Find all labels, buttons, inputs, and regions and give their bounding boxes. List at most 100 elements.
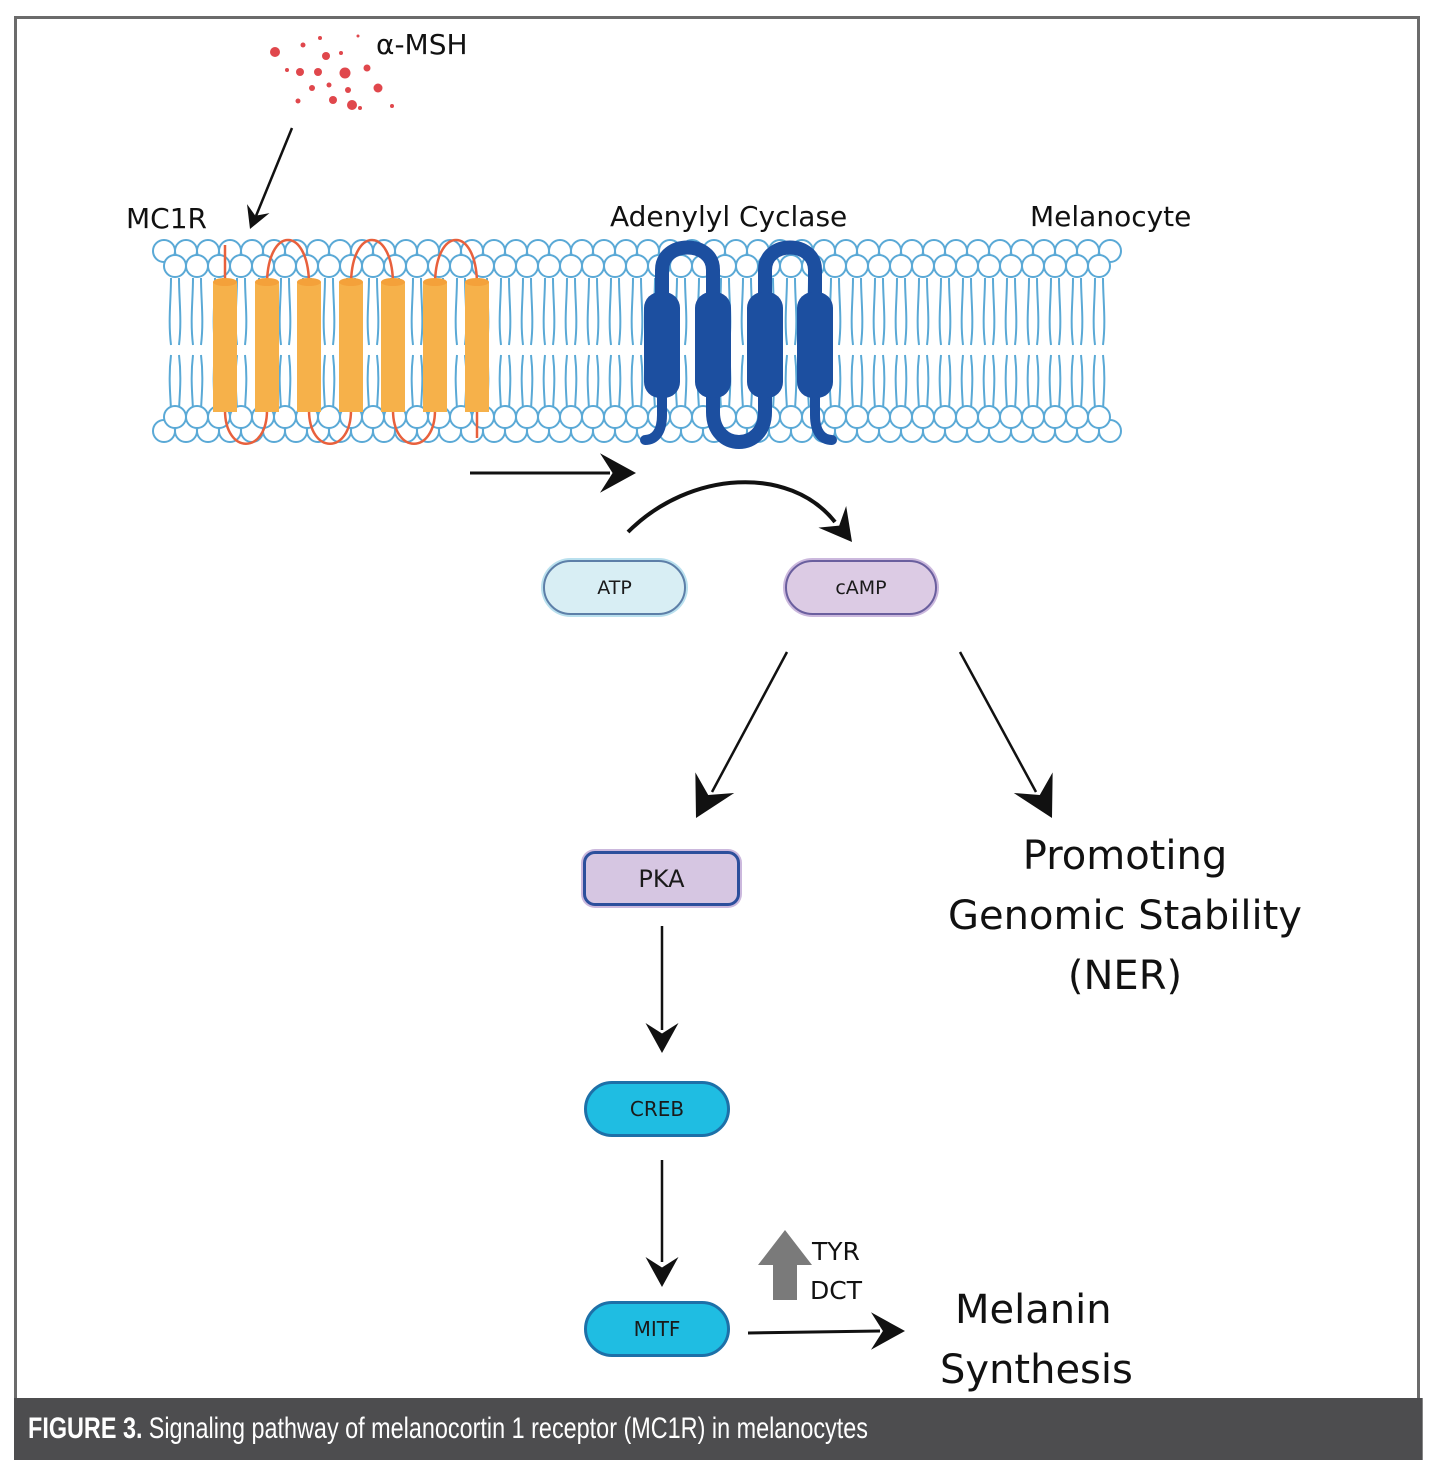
upregulation-arrow-icon <box>758 1230 812 1300</box>
gene-tyr-label: TYR <box>812 1237 860 1266</box>
figure-caption: FIGURE 3. Signaling pathway of melanocor… <box>14 1398 1423 1460</box>
lipid-head-outer <box>955 254 979 278</box>
helix-cap <box>255 278 279 286</box>
helix-cap <box>297 278 321 286</box>
lipid-head-inner <box>867 405 891 429</box>
lipid-tail <box>1048 277 1062 413</box>
lipid-tail <box>630 277 644 413</box>
lipid-tail <box>168 277 182 413</box>
lipid-head-inner <box>1021 405 1045 429</box>
caption-label: FIGURE 3. <box>28 1412 143 1445</box>
lipid-head-outer <box>735 254 759 278</box>
helix-cap <box>213 278 237 286</box>
mitf-to-melanin-arrow <box>747 1329 881 1335</box>
lipid-tail <box>410 277 424 413</box>
lipid-tail <box>960 277 974 413</box>
genomic-line-2: Genomic Stability <box>948 893 1302 939</box>
caption-text: Signaling pathway of melanocortin 1 rece… <box>148 1412 868 1445</box>
ligand-molecule <box>285 68 289 72</box>
camp-ner-arrowhead <box>1013 772 1053 818</box>
lipid-head-inner <box>999 405 1023 429</box>
atp-camp-arrowhead <box>818 505 852 542</box>
ligand-molecule <box>270 47 280 57</box>
mitf-melanin-arrowhead <box>871 1312 905 1350</box>
alpha-msh-label: α-MSH <box>376 28 468 61</box>
ligand-molecule <box>339 67 351 79</box>
lipid-head-inner <box>625 405 649 429</box>
lipid-head-inner <box>515 405 539 429</box>
ligand-molecule <box>347 100 357 110</box>
ligand-molecule <box>326 82 332 88</box>
ligand-molecule <box>390 104 394 108</box>
mc1r-receptor <box>213 239 489 445</box>
lipid-head-outer <box>1043 254 1067 278</box>
lipid-head-outer <box>163 254 187 278</box>
lipid-tail <box>1070 277 1084 413</box>
arrowhead <box>645 1023 679 1053</box>
lipid-head-outer <box>185 254 209 278</box>
lipid-head-inner <box>361 405 385 429</box>
lipid-tail <box>564 277 578 413</box>
lipid-head-outer <box>515 254 539 278</box>
arrowhead <box>645 1257 679 1287</box>
lipid-head-outer <box>845 254 869 278</box>
lipid-head-outer <box>779 254 803 278</box>
adenylyl-cyclase-label: Adenylyl Cyclase <box>610 200 848 233</box>
lipid-head-outer <box>933 254 957 278</box>
lipid-tail <box>278 277 292 413</box>
lipid-head-inner <box>581 405 605 429</box>
intracellular-loop <box>706 383 772 449</box>
melanin-line-1: Melanin <box>955 1287 1112 1333</box>
lipid-head-outer <box>405 254 429 278</box>
lipid-tail <box>542 277 556 413</box>
ligand-molecule <box>296 68 304 76</box>
lipid-head-outer <box>537 254 561 278</box>
lipid-head-inner <box>537 405 561 429</box>
ligand-molecule <box>309 85 315 91</box>
pka-creb-arrowhead <box>645 1023 679 1053</box>
lipid-head-outer <box>317 254 341 278</box>
lipid-head-inner <box>933 405 957 429</box>
camp-pka-arrowhead <box>695 772 735 818</box>
atp-node: ATP <box>543 560 686 615</box>
lipid-head-outer <box>229 254 253 278</box>
ligand-molecule <box>314 68 322 76</box>
helix-cap <box>465 278 489 286</box>
arrowhead <box>871 1312 905 1350</box>
transmembrane-helix <box>213 282 237 412</box>
lipid-head-outer <box>625 254 649 278</box>
transmembrane-helix <box>339 282 363 412</box>
receptor-loop <box>223 409 269 445</box>
camp-to-pka-arrow <box>710 651 789 793</box>
lipid-head-outer <box>1021 254 1045 278</box>
lipid-tail <box>872 277 886 413</box>
lipid-head-outer <box>603 254 627 278</box>
ligand-molecule <box>358 106 362 110</box>
lipid-head-outer <box>999 254 1023 278</box>
cyclase-domain <box>797 292 833 398</box>
arrowhead <box>818 505 852 542</box>
helix-cap <box>339 278 363 286</box>
lipid-tail <box>520 277 534 413</box>
lipid-tail <box>982 277 996 413</box>
lipid-tail <box>234 277 248 413</box>
ligand-to-receptor-arrow <box>254 127 294 217</box>
extracellular-loop <box>758 240 822 307</box>
ligand-molecule <box>300 42 306 48</box>
pathway-arrows <box>247 127 1053 1350</box>
receptor-loop <box>307 409 353 445</box>
gene-dct-label: DCT <box>810 1276 862 1305</box>
lipid-head-inner <box>1043 405 1067 429</box>
upregulation-arrow-icon <box>758 1230 812 1300</box>
lipid-tail <box>740 277 754 413</box>
lipid-head-outer <box>977 254 1001 278</box>
lipid-head-inner <box>669 405 693 429</box>
cyclase-domain <box>695 292 731 398</box>
melanin-synthesis-outcome: Melanin Synthesis <box>940 1280 1133 1400</box>
lipid-head-outer <box>581 254 605 278</box>
lipid-head-inner <box>317 405 341 429</box>
mitf-node: MITF <box>584 1301 730 1357</box>
ligand-arrowhead <box>247 204 270 229</box>
lipid-tail <box>784 277 798 413</box>
